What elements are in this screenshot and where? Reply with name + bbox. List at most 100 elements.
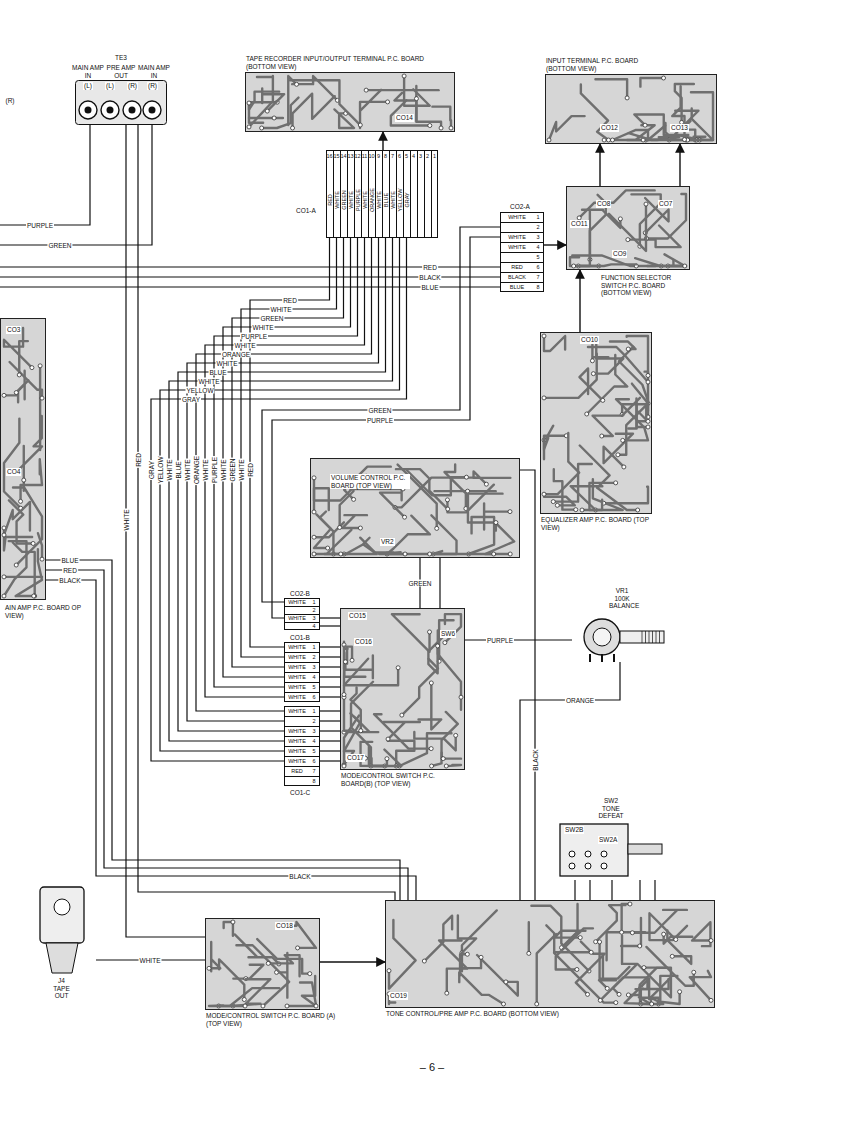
trace xyxy=(407,470,467,495)
trace xyxy=(394,93,416,121)
pad xyxy=(446,507,450,511)
pad xyxy=(443,641,447,645)
pad xyxy=(2,594,6,598)
wire-color: RED xyxy=(135,452,142,468)
pad xyxy=(342,764,346,768)
trace xyxy=(4,576,42,578)
pad xyxy=(385,757,389,761)
pad xyxy=(605,986,609,990)
wire xyxy=(232,238,344,667)
wire-color: PURPLE xyxy=(240,333,268,340)
pcb-board: FUNCTION SELECTOR SWITCH P.C. BOARD (BOT… xyxy=(566,186,690,270)
arrow xyxy=(599,144,600,186)
board-outline xyxy=(246,73,455,132)
trace xyxy=(537,934,556,1004)
pad xyxy=(670,954,674,958)
pad xyxy=(650,1002,654,1006)
trace xyxy=(314,511,331,548)
board-title: EQUALIZER AMP P.C. BOARD (TOP VIEW) xyxy=(540,516,652,531)
jack-center xyxy=(107,107,114,114)
pin-label: RED xyxy=(327,194,333,206)
pin-label: WHITE xyxy=(348,191,354,209)
pcb-board: VOLUME CONTROL P.C. BOARD (TOP VIEW)VR2 xyxy=(310,458,520,558)
board-art xyxy=(540,332,652,514)
pad xyxy=(625,96,629,100)
pin-label: 2 xyxy=(312,607,315,613)
pin-label: 11 xyxy=(362,153,368,159)
pin-label: 13 xyxy=(347,153,353,159)
trace xyxy=(392,614,430,652)
pad xyxy=(610,138,614,142)
pad xyxy=(38,364,42,368)
knurl xyxy=(649,631,650,643)
copper-traces xyxy=(312,464,514,556)
trace xyxy=(618,384,648,455)
trace xyxy=(634,114,688,134)
pad xyxy=(598,940,602,944)
pad xyxy=(644,202,648,206)
board-title: AIN AMP P.C. BOARD OP VIEW) xyxy=(4,604,84,619)
trace xyxy=(622,904,630,930)
wire-color: BLUE xyxy=(421,284,440,291)
pin-label: YELLOW xyxy=(397,189,403,212)
knurl xyxy=(652,631,653,643)
trace xyxy=(4,528,32,551)
part-label: (R) xyxy=(127,82,138,90)
pad xyxy=(247,101,251,105)
pad xyxy=(620,930,624,934)
switch-lug xyxy=(585,863,591,869)
pad xyxy=(243,1004,247,1008)
trace xyxy=(588,347,648,382)
pad xyxy=(445,991,449,995)
trace xyxy=(556,928,593,969)
trace xyxy=(635,258,685,266)
pad xyxy=(396,666,400,670)
pad xyxy=(465,952,469,956)
pin-label: 16 xyxy=(326,153,332,159)
trace xyxy=(433,551,494,554)
pin-label: RED xyxy=(291,768,303,774)
trace xyxy=(334,109,354,128)
trace xyxy=(445,464,466,508)
pad xyxy=(285,1004,289,1008)
jack-center xyxy=(149,107,156,114)
trace xyxy=(595,79,627,98)
wire-color: BLUE xyxy=(175,461,182,480)
wire-color: WHITE xyxy=(198,378,221,385)
pad xyxy=(586,992,590,996)
wire-color: GRAY xyxy=(148,460,155,480)
pin-label: 5 xyxy=(312,684,315,690)
part-label: (L) xyxy=(105,82,115,90)
trace xyxy=(345,656,372,679)
wire-color: WHITE xyxy=(123,509,130,532)
board-title: FUNCTION SELECTOR SWITCH P.C. BOARD (BOT… xyxy=(600,274,690,297)
pad xyxy=(312,535,316,539)
wire xyxy=(320,646,340,647)
pcb-board: INPUT TERMINAL P.C. BOARD (BOTTOM VIEW)C… xyxy=(545,74,717,144)
pad xyxy=(40,557,44,561)
pad xyxy=(350,658,354,662)
trace xyxy=(302,976,316,1006)
pin-label: GREEN xyxy=(341,190,347,210)
board-title: TONE CONTROL/PRE AMP P.C. BOARD (BOTTOM … xyxy=(385,1010,585,1018)
pot-art xyxy=(572,612,672,662)
trace xyxy=(646,194,686,238)
pad xyxy=(692,970,696,974)
plug-sleeve xyxy=(46,943,78,973)
part-label: CO16 xyxy=(354,638,373,646)
wire-color: WHITE xyxy=(234,342,257,349)
pad xyxy=(261,1004,265,1008)
pad xyxy=(585,412,589,416)
pin-label: 2 xyxy=(312,654,315,660)
trace xyxy=(257,939,310,974)
part-label: CO10 xyxy=(580,336,599,344)
part-label: CO8 xyxy=(596,200,611,208)
pad xyxy=(402,74,406,78)
pad xyxy=(430,764,434,768)
pin-label: 3 xyxy=(312,615,315,621)
pad xyxy=(479,955,483,959)
jack xyxy=(79,101,97,119)
pcb-board: MODE/CONTROL SWITCH P.C. BOARD (A) (TOP … xyxy=(205,918,320,1010)
wire xyxy=(611,880,612,900)
pad xyxy=(484,482,488,486)
